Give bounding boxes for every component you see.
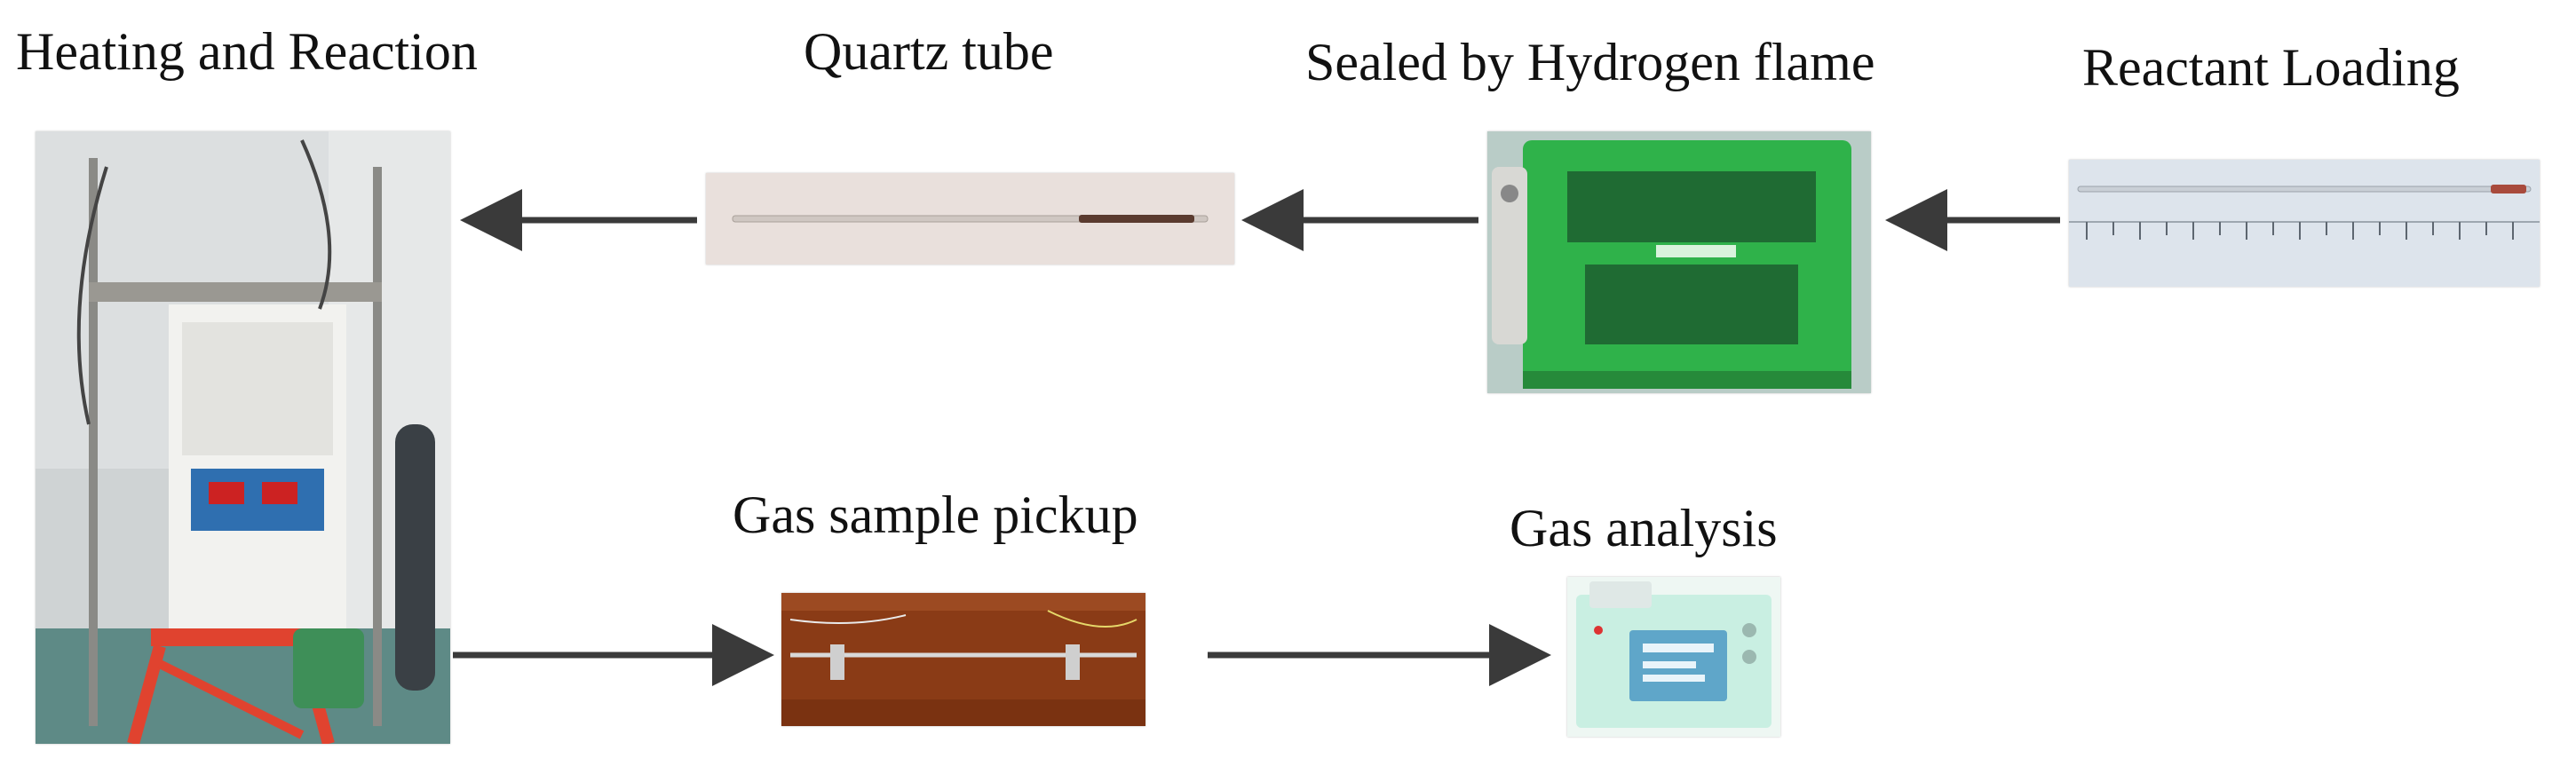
reaction-furnace-photo bbox=[36, 131, 450, 744]
gas-sample-pickup-photo bbox=[781, 593, 1145, 726]
loaded-tube-ruler-photo bbox=[2069, 160, 2540, 287]
label-gas-sample-pickup: Gas sample pickup bbox=[733, 486, 1138, 544]
quartz-tube-photo bbox=[706, 173, 1234, 265]
label-quartz-tube: Quartz tube bbox=[804, 22, 1054, 81]
label-heating-and-reaction: Heating and Reaction bbox=[16, 22, 478, 81]
label-sealed-by-hydrogen-flame: Sealed by Hydrogen flame bbox=[1305, 33, 1875, 91]
label-reactant-loading: Reactant Loading bbox=[2082, 38, 2460, 97]
label-gas-analysis: Gas analysis bbox=[1510, 499, 1778, 557]
gas-chromatograph-photo bbox=[1567, 577, 1780, 737]
hydrogen-flame-generator-photo bbox=[1487, 131, 1871, 393]
